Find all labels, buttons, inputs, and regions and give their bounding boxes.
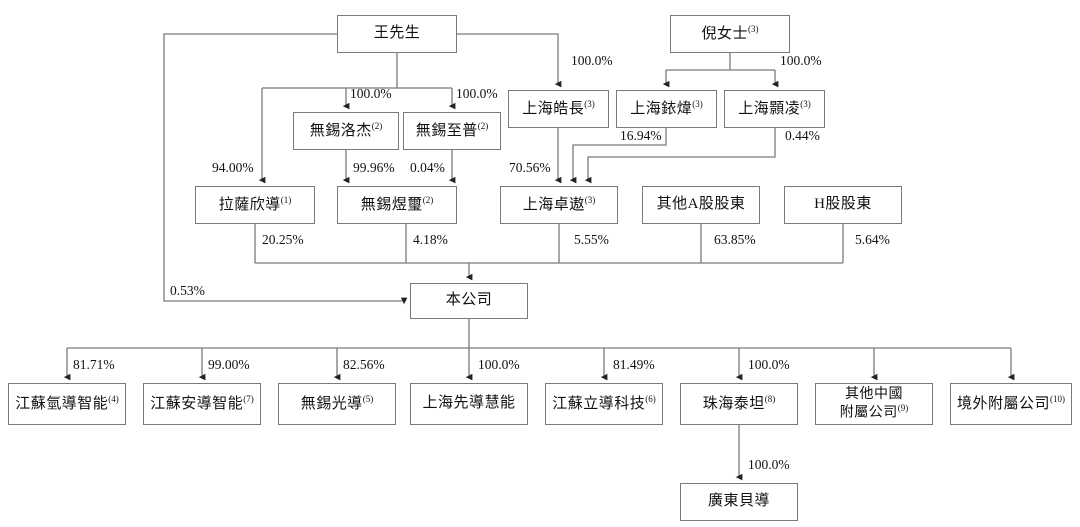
edge-sh-haoling-to-zhuoao	[584, 128, 776, 184]
node-footnote-marker: (2)	[477, 121, 489, 132]
edge-label-company-to-sh_xiandao: 100.0%	[478, 357, 520, 372]
node-wang: 王先生	[337, 15, 457, 53]
node-label: 王先生	[373, 25, 421, 42]
node-label: 上海皓長(3)	[522, 99, 595, 118]
node-js_qingdao: 江蘇氫導智能(4)	[8, 383, 126, 425]
node-other_a: 其他A股股東	[642, 186, 760, 224]
node-footnote-marker: (2)	[371, 121, 383, 132]
edge-label-wang-to-wuxi_zhipu: 100.0%	[456, 86, 498, 101]
node-wuxi_luojie: 無錫洛杰(2)	[293, 112, 399, 150]
edge-label-company-to-js_qingdao: 81.71%	[73, 357, 115, 372]
node-company: 本公司	[410, 283, 528, 319]
node-footnote-marker: (9)	[897, 403, 909, 414]
node-footnote-marker: (10)	[1050, 394, 1065, 405]
edge-label-company-to-wuxi_guang: 82.56%	[343, 357, 385, 372]
node-footnote-marker: (3)	[584, 99, 595, 110]
node-wuxi_yuxi: 無錫煜璽(2)	[337, 186, 457, 224]
edge-label-sh_haochang-to-sh_zhuoao: 70.56%	[509, 160, 551, 175]
edge-label-wang-to-company: 0.53%	[170, 283, 205, 298]
node-sh_xiandao: 上海先導慧能	[410, 383, 528, 425]
node-label: 其他A股股東	[656, 196, 746, 213]
node-label: 無錫煜璽(2)	[360, 195, 434, 214]
node-label: 本公司	[445, 292, 493, 309]
node-js_andao: 江蘇安導智能(7)	[143, 383, 261, 425]
edge-wang-to-sh-haochang	[457, 33, 562, 88]
node-sh_zhuoao: 上海卓遨(3)	[500, 186, 618, 224]
node-footnote-marker: (3)	[692, 99, 703, 110]
node-lasa_xindao: 拉薩欣導(1)	[195, 186, 315, 224]
node-zh_taitan: 珠海泰坦(8)	[680, 383, 798, 425]
node-label: 倪女士(3)	[701, 24, 759, 43]
edge-label-zh_taitan-to-gd_beidao: 100.0%	[748, 457, 790, 472]
node-js_lidao: 江蘇立導科技(6)	[545, 383, 663, 425]
node-label: 廣東貝導	[707, 493, 770, 510]
node-footnote-marker: (8)	[764, 394, 776, 405]
edge-label-wang-to-lasa_xindao: 94.00%	[212, 160, 254, 175]
edge-label-wang-to-wuxi_luojie: 100.0%	[350, 86, 392, 101]
edge-label-sh_yiwei-to-sh_zhuoao: 16.94%	[620, 128, 662, 143]
node-footnote-marker: (3)	[800, 99, 811, 110]
node-wuxi_zhipu: 無錫至普(2)	[403, 112, 501, 150]
edge-label-sh_haoling-to-sh_zhuoao: 0.44%	[785, 128, 820, 143]
node-label: 境外附屬公司(10)	[956, 394, 1065, 413]
node-label: 無錫洛杰(2)	[309, 121, 383, 140]
node-footnote-marker: (4)	[108, 394, 119, 405]
edge-label-h_share-to-company: 5.64%	[855, 232, 890, 247]
edge-label-wuxi_yuxi-to-company: 4.18%	[413, 232, 448, 247]
edge-label-company-to-js_lidao: 81.49%	[613, 357, 655, 372]
node-label: H股股東	[814, 196, 872, 213]
node-ni: 倪女士(3)	[670, 15, 790, 53]
edge-label-company-to-js_andao: 99.00%	[208, 357, 250, 372]
edge-label-wang-to-sh_haochang: 100.0%	[571, 53, 613, 68]
node-gd_beidao: 廣東貝導	[680, 483, 798, 521]
edge-label-wuxi_zhipu-to-wuxi_yuxi: 0.04%	[410, 160, 445, 175]
node-label: 拉薩欣導(1)	[218, 195, 292, 214]
node-footnote-marker: (2)	[422, 195, 434, 206]
edge-label-lasa_xindao-to-company: 20.25%	[262, 232, 304, 247]
node-label: 江蘇立導科技(6)	[552, 394, 656, 413]
node-footnote-marker: (5)	[362, 394, 374, 405]
node-label: 無錫光導(5)	[300, 394, 374, 413]
node-label: 上海卓遨(3)	[522, 195, 596, 214]
node-footnote-marker: (3)	[748, 24, 759, 35]
edge-label-wuxi_luojie-to-wuxi_yuxi: 99.96%	[353, 160, 395, 175]
edge-label-ni-to-sh_haoling: 100.0%	[780, 53, 822, 68]
node-label: 無錫至普(2)	[415, 121, 489, 140]
node-label: 江蘇安導智能(7)	[150, 394, 254, 413]
node-label: 上海顥凌(3)	[738, 99, 811, 118]
edge-label-sh_zhuoao-to-company: 5.55%	[574, 232, 609, 247]
node-other_cn: 其他中國附屬公司(9)	[815, 383, 933, 425]
node-footnote-marker: (3)	[584, 195, 596, 206]
node-sh_haochang: 上海皓長(3)	[508, 90, 609, 128]
node-sh_haoling: 上海顥凌(3)	[724, 90, 825, 128]
node-label: 上海銥煒(3)	[630, 99, 703, 118]
node-label: 上海先導慧能	[422, 395, 516, 412]
edge-label-other_a-to-company: 63.85%	[714, 232, 756, 247]
node-label: 江蘇氫導智能(4)	[15, 394, 119, 413]
node-footnote-marker: (6)	[645, 394, 656, 405]
node-h_share: H股股東	[784, 186, 902, 224]
node-label: 珠海泰坦(8)	[702, 394, 776, 413]
node-wuxi_guang: 無錫光導(5)	[278, 383, 396, 425]
node-sh_yiwei: 上海銥煒(3)	[616, 90, 717, 128]
node-footnote-marker: (1)	[280, 195, 292, 206]
node-label: 其他中國附屬公司(9)	[839, 386, 909, 421]
node-overseas: 境外附屬公司(10)	[950, 383, 1072, 425]
node-footnote-marker: (7)	[243, 394, 254, 405]
edge-label-company-to-zh_taitan: 100.0%	[748, 357, 790, 372]
